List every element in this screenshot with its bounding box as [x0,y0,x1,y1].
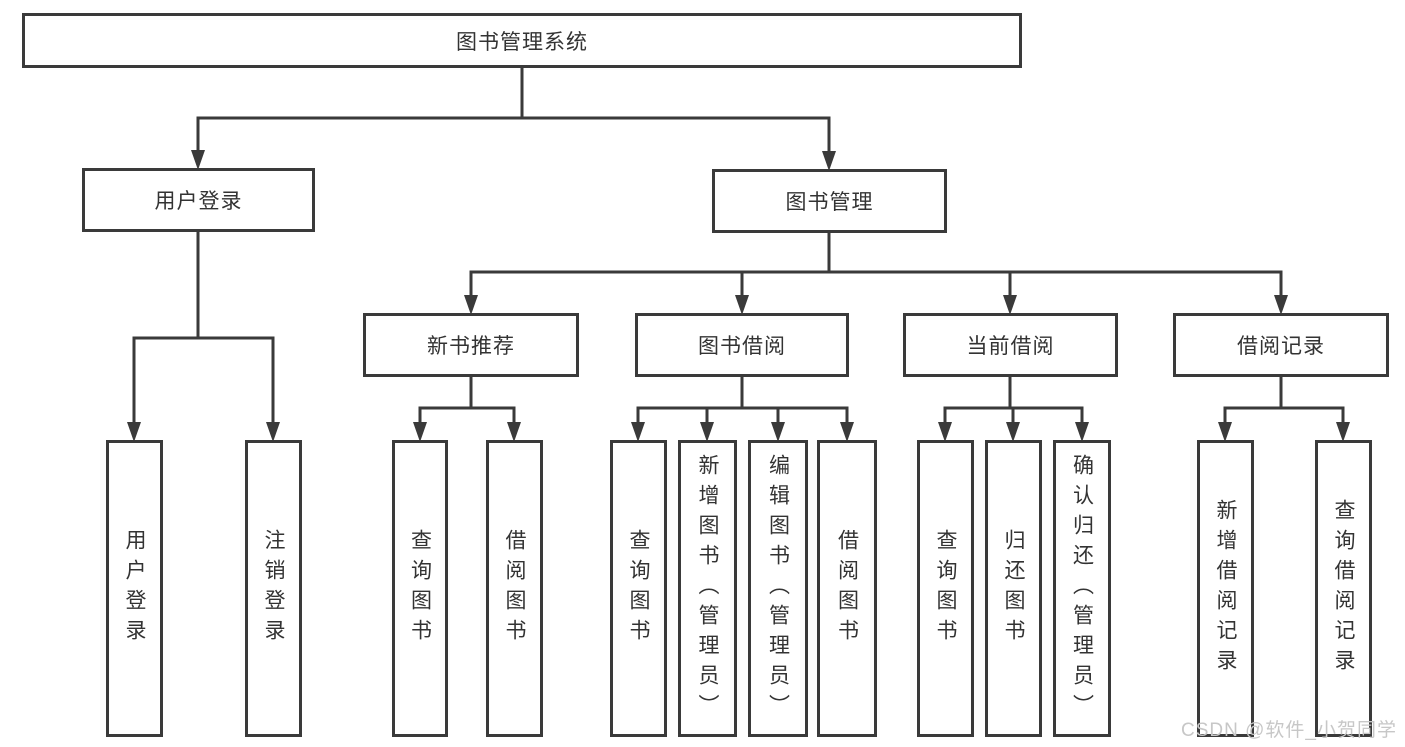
leaf-current-return-books-label: 归还图书 [1002,528,1025,649]
leaf-recommend-query-books: 查询图书 [392,440,448,737]
leaf-borrow-add-books-admin-label: 新增图书（管理员） [696,453,719,724]
connector-root-to-level2 [191,68,836,171]
node-user-login: 用户登录 [82,168,315,232]
leaf-borrow-query-books-label: 查询图书 [627,528,650,649]
leaf-current-confirm-return-admin-label: 确认归还（管理员） [1070,453,1094,724]
leaf-records-add-record-label: 新增借阅记录 [1214,498,1237,679]
connector-book-borrow-to-leaves [631,377,854,442]
leaf-logout: 注销登录 [245,440,302,737]
csdn-watermark: CSDN @软件_小贺同学 [1181,720,1397,741]
leaf-borrow-edit-books-admin-label: 编辑图书（管理员） [766,453,790,724]
leaf-logout-label: 注销登录 [262,528,285,649]
connector-user-login-to-leaves [127,232,280,442]
node-root-label: 图书管理系统 [456,30,588,54]
connector-borrow-records-to-leaves [1218,377,1350,442]
node-book-management: 图书管理 [712,169,947,233]
leaf-recommend-borrow-books: 借阅图书 [486,440,543,737]
node-book-borrow: 图书借阅 [635,313,849,377]
node-book-borrow-label: 图书借阅 [698,335,786,358]
node-new-book-recommend: 新书推荐 [363,313,579,377]
leaf-current-query-books-label: 查询图书 [934,528,957,649]
leaf-records-add-record: 新增借阅记录 [1197,440,1254,737]
node-root: 图书管理系统 [22,13,1022,68]
leaf-borrow-add-books-admin: 新增图书（管理员） [678,440,737,737]
leaf-current-return-books: 归还图书 [985,440,1042,737]
node-borrow-records-label: 借阅记录 [1237,335,1325,358]
leaf-recommend-borrow-books-label: 借阅图书 [503,528,526,649]
leaf-current-query-books: 查询图书 [917,440,974,737]
leaf-current-confirm-return-admin: 确认归还（管理员） [1053,440,1111,737]
leaf-records-query-record: 查询借阅记录 [1315,440,1372,737]
node-current-borrow: 当前借阅 [903,313,1118,377]
node-current-borrow-label: 当前借阅 [966,335,1055,358]
leaf-user-login-label: 用户登录 [123,528,146,649]
leaf-borrow-query-books: 查询图书 [610,440,667,737]
node-borrow-records: 借阅记录 [1173,313,1389,377]
leaf-recommend-query-books-label: 查询图书 [408,528,432,649]
node-book-management-label: 图书管理 [785,191,874,214]
connector-book-management-to-level3 [464,233,1288,315]
leaf-borrow-borrow-books: 借阅图书 [817,440,877,737]
connector-new-book-recommend-to-leaves [413,377,521,442]
leaf-borrow-edit-books-admin: 编辑图书（管理员） [748,440,808,737]
leaf-user-login: 用户登录 [106,440,163,737]
node-new-book-recommend-label: 新书推荐 [427,335,515,358]
node-user-login-label: 用户登录 [154,190,243,213]
leaf-borrow-borrow-books-label: 借阅图书 [835,528,859,649]
leaf-records-query-record-label: 查询借阅记录 [1332,498,1355,679]
connector-current-borrow-to-leaves [938,377,1089,442]
